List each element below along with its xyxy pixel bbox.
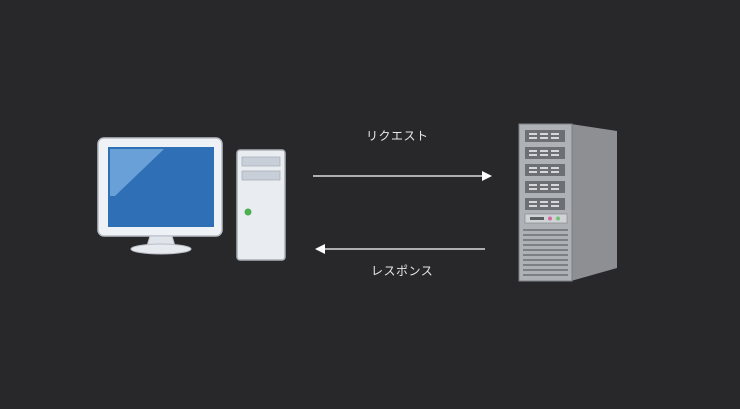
- desktop-computer-icon: [97, 137, 286, 261]
- pc-tower-icon: [236, 149, 286, 261]
- server-tower-icon: [518, 123, 617, 282]
- monitor-icon: [97, 137, 223, 255]
- response-label: レスポンス: [371, 264, 434, 278]
- request-label: リクエスト: [366, 129, 429, 143]
